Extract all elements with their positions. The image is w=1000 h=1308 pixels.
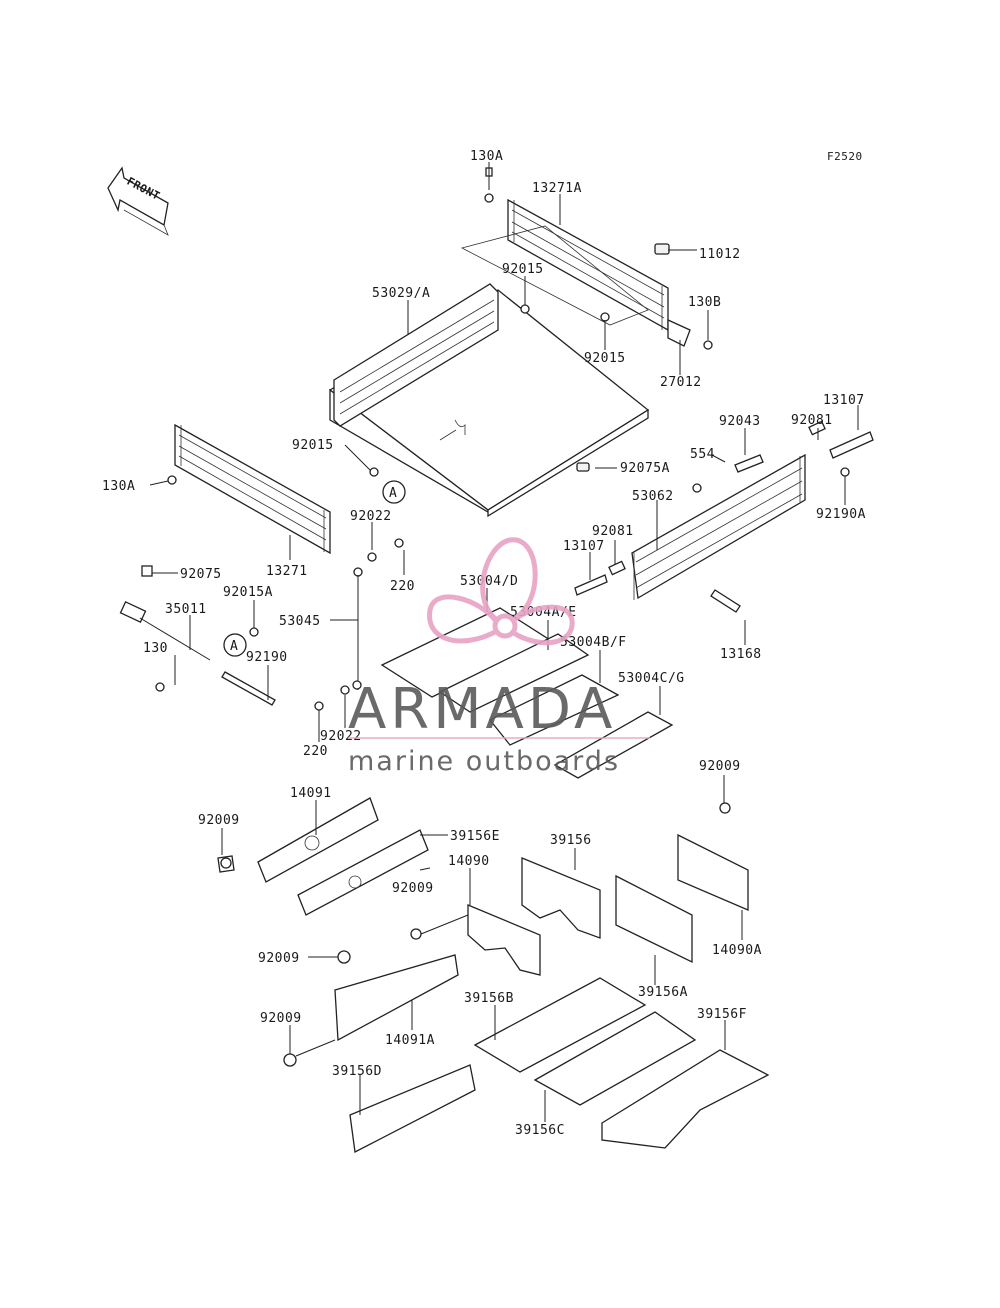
hardware (119, 167, 874, 711)
label-92015-c: 92015 (292, 438, 334, 453)
label-13107-r: 13107 (823, 393, 865, 408)
cover-14090 (410, 802, 749, 976)
label-39156C: 39156C (515, 1123, 565, 1138)
front-arrow-icon: FRONT (107, 166, 169, 236)
watermark-brand: ARMADA (348, 677, 616, 742)
part-labels: 130A 13271A 11012 92015 130B 53029/A 920… (102, 149, 866, 1138)
label-92009-l: 92009 (198, 813, 240, 828)
side-gate-13271 (174, 423, 331, 555)
label-130: 130 (143, 641, 168, 656)
label-92009-m: 92009 (392, 881, 434, 896)
label-92015A: 92015A (223, 585, 273, 600)
leader-lines (149, 162, 859, 1122)
label-39156A: 39156A (638, 985, 688, 1000)
label-39156B: 39156B (464, 991, 514, 1006)
label-92190: 92190 (246, 650, 288, 665)
label-92009-c: 92009 (258, 951, 300, 966)
label-39156E: 39156E (450, 829, 500, 844)
ref-mark-a-1: A (382, 480, 406, 504)
label-92043: 92043 (719, 414, 761, 429)
label-39156D: 39156D (332, 1064, 382, 1079)
label-53045: 53045 (279, 614, 321, 629)
label-11012: 11012 (699, 247, 741, 262)
figure-code: F2520 (827, 150, 863, 163)
label-13168: 13168 (720, 647, 762, 662)
watermark-tagline: marine outboards (348, 746, 620, 777)
propeller-logo-icon (427, 537, 575, 646)
label-14090: 14090 (448, 854, 490, 869)
label-53062: 53062 (632, 489, 674, 504)
label-92190A: 92190A (816, 507, 866, 522)
label-53004CG: 53004C/G (618, 671, 685, 686)
label-130B: 130B (688, 295, 721, 310)
label-27012: 27012 (660, 375, 702, 390)
label-92009-d: 92009 (260, 1011, 302, 1026)
label-39156: 39156 (550, 833, 592, 848)
label-92022-a: 92022 (350, 509, 392, 524)
label-13271A: 13271A (532, 181, 582, 196)
label-39156F: 39156F (697, 1007, 747, 1022)
label-554: 554 (690, 447, 715, 462)
ref-mark-text: A (230, 639, 238, 654)
label-53004BF: 53004B/F (560, 635, 627, 650)
label-92022-b: 92022 (320, 729, 362, 744)
label-92075A: 92075A (620, 461, 670, 476)
rear-panel-outline (460, 225, 649, 326)
label-92015-b: 92015 (584, 351, 626, 366)
bed-53029A (328, 283, 650, 518)
ref-mark-text: A (389, 486, 397, 501)
label-130A-top: 130A (470, 149, 503, 164)
label-92081-r: 92081 (791, 413, 833, 428)
label-220-b: 220 (303, 744, 328, 759)
tailgate-53062 (631, 453, 806, 600)
label-53004D: 53004/D (460, 574, 518, 589)
floor-mats-53004 (380, 607, 674, 779)
label-14091: 14091 (290, 786, 332, 801)
label-13107-l: 13107 (563, 539, 605, 554)
panels-39156 (349, 977, 770, 1154)
label-14090A: 14090A (712, 943, 762, 958)
label-92009-r: 92009 (699, 759, 741, 774)
cover-14091A (283, 950, 459, 1067)
label-13271: 13271 (266, 564, 308, 579)
ref-mark-a-2: A (223, 633, 247, 657)
label-130A-left: 130A (102, 479, 135, 494)
label-220-a: 220 (390, 579, 415, 594)
label-35011: 35011 (165, 602, 207, 617)
watermark: ARMADA marine outboards (348, 537, 650, 777)
label-92081-l: 92081 (592, 524, 634, 539)
label-14091A: 14091A (385, 1033, 435, 1048)
label-92075: 92075 (180, 567, 222, 582)
cover-14091 (217, 797, 429, 916)
label-92015-a: 92015 (502, 262, 544, 277)
label-53029A: 53029/A (372, 286, 430, 301)
